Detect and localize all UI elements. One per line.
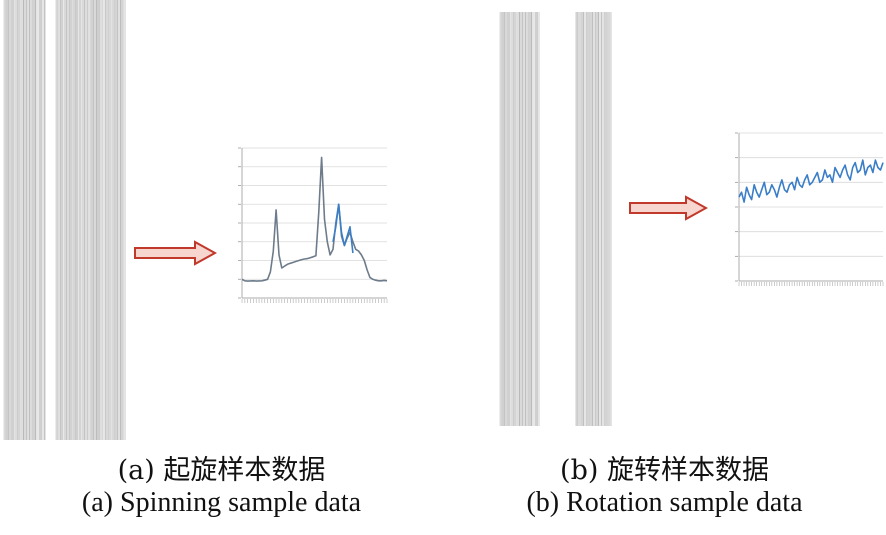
caption-b-en: (b) Rotation sample data (526, 487, 803, 518)
chart-plot-area (735, 132, 884, 286)
spinning-data-image (0, 0, 130, 440)
caption-a: (a) 起旋样本数据 (a) Spinning sample data (0, 455, 443, 519)
caption-b: (b) 旋转样本数据 (b) Rotation sample data (443, 455, 886, 519)
series-line-1 (332, 203, 354, 254)
caption-b-cn: (b) 旋转样本数据 (560, 455, 769, 486)
series-line-0 (241, 156, 388, 282)
rotation-line-chart (735, 132, 884, 286)
chart-plot-area (238, 147, 388, 303)
arrow-right-icon (629, 195, 708, 221)
series-line-0 (738, 159, 884, 203)
panel-a: (a) 起旋样本数据 (a) Spinning sample data (0, 0, 443, 519)
caption-a-cn: (a) 起旋样本数据 (117, 455, 326, 486)
arrow-right-icon (134, 240, 217, 266)
caption-a-en: (a) Spinning sample data (81, 487, 362, 518)
rotation-data-image (498, 12, 618, 426)
spinning-line-chart (238, 147, 388, 303)
panel-b: (b) 旋转样本数据 (b) Rotation sample data (443, 0, 886, 535)
